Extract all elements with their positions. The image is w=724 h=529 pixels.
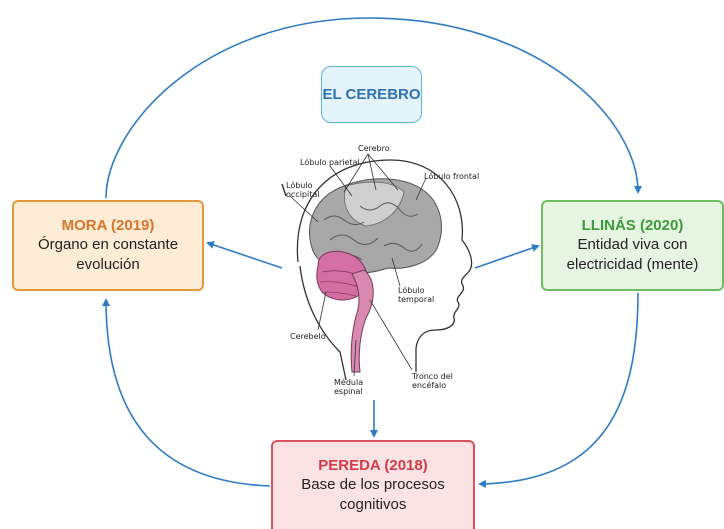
- title-node: EL CEREBRO: [321, 66, 422, 123]
- arrow-brain-to-mora: [206, 241, 283, 269]
- leader-parietal: [329, 165, 353, 197]
- node-llinas-text: Entidad viva con electricidad (mente): [566, 236, 699, 273]
- leader-cerebro: [343, 153, 399, 193]
- node-pereda-text: Base de los procesos cognitivos: [301, 476, 445, 513]
- diagram-title: EL CEREBRO: [322, 86, 421, 103]
- node-llinas-title: LLINÁS (2020): [581, 217, 684, 234]
- arc-mora-to-llinas: [105, 17, 642, 199]
- leader-tronco: [369, 299, 413, 371]
- leader-temporal: [391, 257, 401, 287]
- parietal-lobe: [344, 181, 405, 227]
- spinal-cord: [350, 269, 374, 373]
- leader-cerebelo: [317, 291, 327, 331]
- label-lobulo-occipital: Lóbulo occipital: [286, 181, 320, 199]
- label-lobulo-frontal: Lóbulo frontal: [424, 172, 480, 181]
- leader-medula: [353, 339, 357, 377]
- occipital-marker: [281, 183, 287, 197]
- node-mora-text: Órgano en constante evolución: [37, 236, 179, 273]
- node-mora-title: MORA (2019): [61, 217, 155, 234]
- node-mora: MORA (2019) Órgano en constante evolució…: [12, 200, 204, 291]
- label-cerebro: Cerebro: [358, 144, 390, 153]
- label-medula-espinal: Médula espinal: [334, 378, 364, 396]
- label-cerebelo: Cerebelo: [290, 332, 326, 341]
- node-pereda: PEREDA (2018) Base de los procesos cogni…: [271, 440, 475, 529]
- node-pereda-title: PEREDA (2018): [318, 457, 428, 474]
- label-lobulo-temporal: Lóbulo temporal: [398, 286, 435, 304]
- label-lobulo-parietal: Lóbulo parietal: [300, 158, 360, 167]
- node-llinas: LLINÁS (2020) Entidad viva con electrici…: [541, 200, 724, 291]
- leader-frontal: [415, 177, 427, 201]
- label-tronco-encefalo: Tronco del encéfalo: [412, 372, 453, 390]
- arrow-brain-to-llinas: [474, 244, 540, 269]
- brain-folds: [323, 202, 423, 261]
- leader-occipital: [289, 195, 319, 223]
- arc-pereda-to-mora: [102, 298, 271, 487]
- neck-back: [299, 265, 347, 381]
- arc-llinas-to-pereda: [478, 292, 639, 488]
- head-outline: [296, 159, 473, 372]
